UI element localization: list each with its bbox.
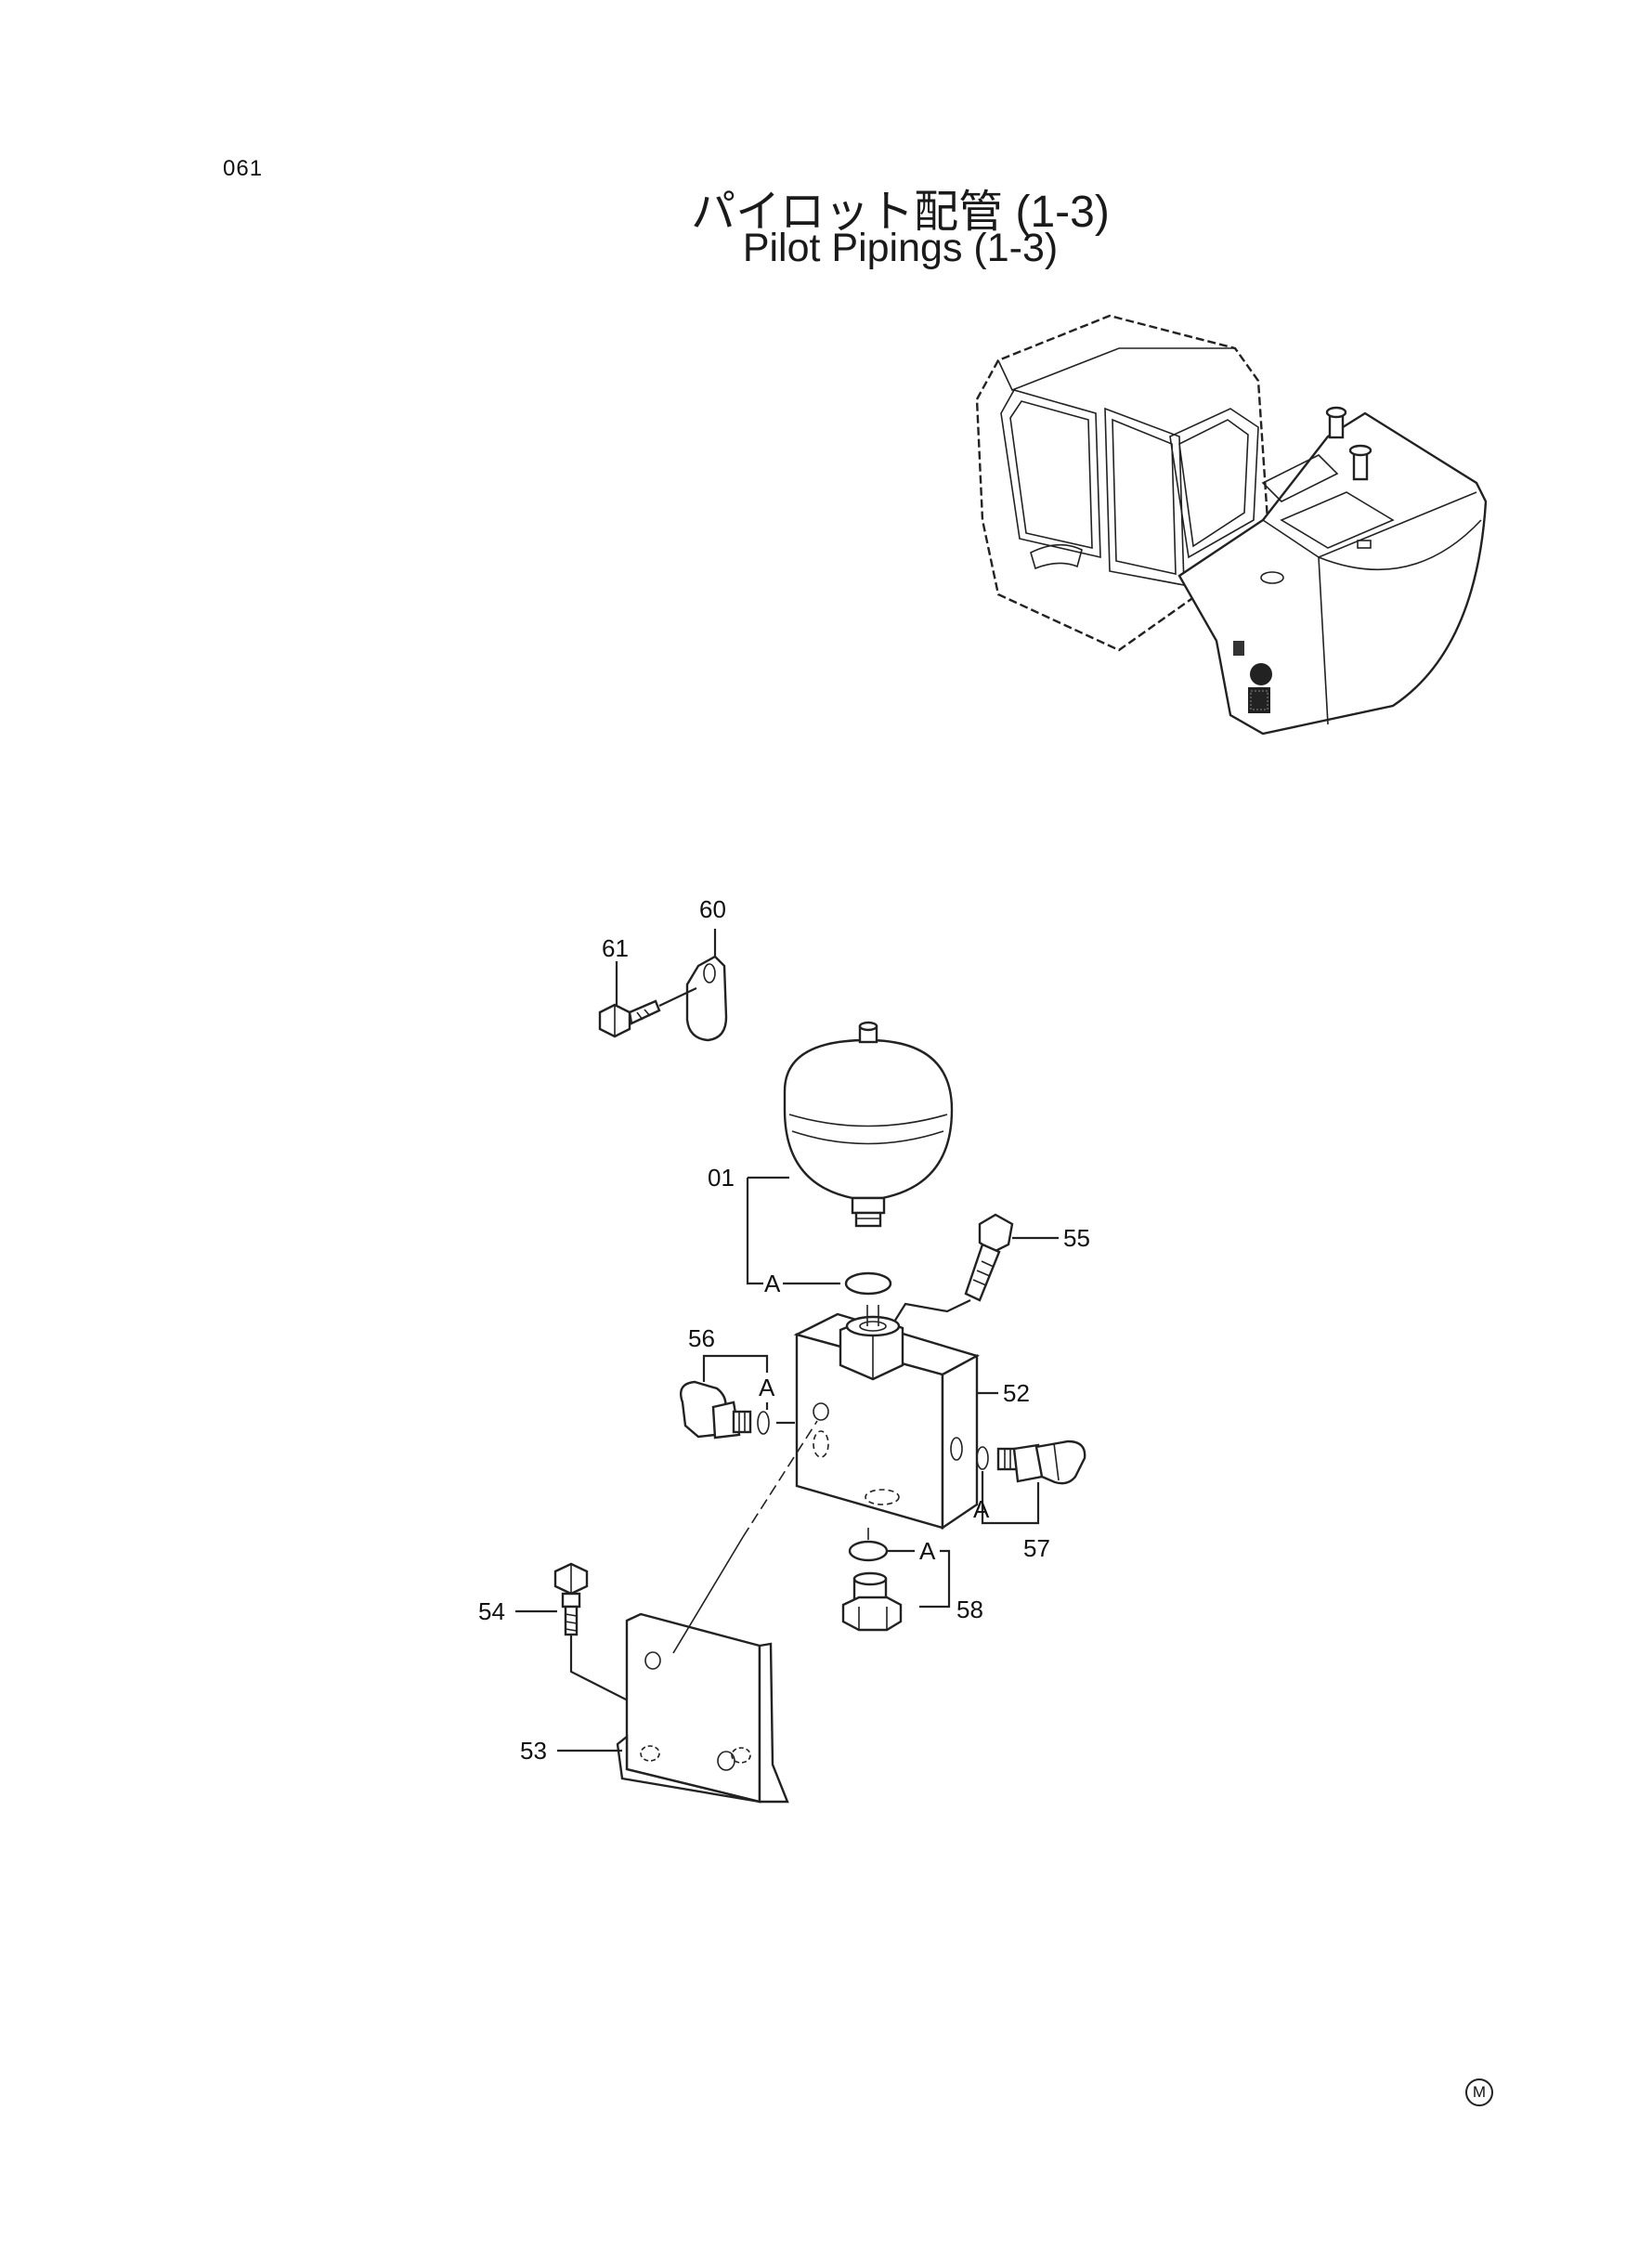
callout-55: 55: [1063, 1224, 1090, 1252]
alignment-line-hidden: [742, 1420, 818, 1538]
accumulator-part-01: [783, 1021, 954, 1228]
callout-56: 56: [688, 1324, 715, 1352]
ref-a-elbow-56: A: [759, 1374, 775, 1401]
callout-60: 60: [699, 895, 726, 923]
elbow-part-56: [679, 1380, 770, 1440]
excavator-overview-illustration: [975, 314, 1488, 736]
page-code: 061: [223, 156, 264, 181]
callout-01: 01: [708, 1164, 735, 1192]
callout-57: 57: [1023, 1534, 1050, 1562]
callout-61: 61: [602, 934, 629, 962]
plug-part-58: [841, 1571, 903, 1632]
ref-a-accumulator: A: [764, 1270, 781, 1297]
bolt-part-54: [553, 1562, 589, 1636]
callout-58: 58: [956, 1596, 983, 1623]
leader-56: [702, 1354, 769, 1382]
callout-53: 53: [520, 1737, 547, 1765]
leader-01-a: [746, 1178, 763, 1285]
ref-a-plug-58: A: [919, 1537, 936, 1565]
o-ring-58: [848, 1540, 889, 1562]
page-title-japanese: パイロット配管 (1-3): [691, 188, 1110, 237]
callout-52: 52: [1003, 1379, 1030, 1407]
leader-57: [981, 1471, 1040, 1525]
clamp-part-60: [685, 929, 728, 1042]
callout-54: 54: [478, 1597, 505, 1625]
ref-a-elbow-57: A: [973, 1495, 990, 1523]
valve-block-part-52: [793, 1305, 998, 1531]
elbow-part-57: [976, 1440, 1086, 1485]
manufacturer-mark: M: [1465, 2078, 1493, 2106]
o-ring: [844, 1271, 892, 1296]
page-title-english: Pilot Pipings (1-3): [742, 226, 1059, 270]
bracket-part-53: [616, 1612, 789, 1804]
leader-58: [919, 1549, 951, 1609]
bolt-part-61: [598, 961, 697, 1038]
alignment-line: [672, 1536, 744, 1654]
